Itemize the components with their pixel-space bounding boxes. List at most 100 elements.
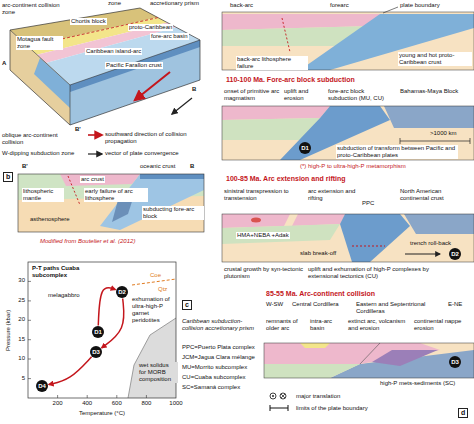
side-face [10,30,70,125]
annotation-label: Coe [150,272,161,279]
annotation-label: CU=Cuaba subcomplex [182,374,246,381]
legend-text: limits of the plate boundary [296,405,368,411]
annotation-label: wet solidus for MORB composition [138,362,178,383]
annotation-label: forearc [330,2,349,9]
continental-block [404,214,474,234]
annotation-label: 20 [18,316,25,323]
annotation-label: southward direction of collision propaga… [105,131,203,145]
tick [28,378,31,379]
pt-path-arrow [98,288,115,326]
asthenosphere-area [18,174,204,232]
convergence-arrow [172,98,192,114]
annotation-label: A [2,60,6,67]
annotation-label: PPC [362,200,374,207]
annotation-label: 400 [82,400,92,407]
stage-circle: D1 [92,326,104,338]
annotation-label: melagabbro [48,292,80,299]
annotation-label: asthenosphere [30,216,70,223]
annotation-label: Pressure (kbar) [6,309,13,350]
annotation-label: Chortis block [70,18,107,25]
annotation-label: 5 [22,375,25,382]
stage-section [222,214,474,262]
lithosphere-area [264,364,360,378]
rollback-arrow [405,254,440,255]
annotation-label: zone [108,0,121,7]
panel-letter-box: b [3,172,13,182]
section-frame [222,214,474,262]
annotation-label: 800 [141,400,151,407]
slab-area [300,14,474,70]
distance-bar [470,138,471,144]
legend-row: limits of the plate boundary [268,404,368,412]
annotation-label: slab break-off [300,250,336,257]
block-outline [10,8,200,125]
boundary-limit-symbol [270,408,288,409]
section-frame [222,106,474,160]
annotation-label: 30 [18,277,25,284]
node-text: D1 [94,329,102,335]
annotation-label: subducting fore-arc block [142,206,204,220]
block-edge [70,40,200,85]
annotation-label: crustal growth by syn-tectonic plutonism [224,266,304,280]
annotation-label: 200 [53,400,63,407]
metasediment-wedge [372,350,438,366]
node-text: D2 [451,251,459,257]
section-frame [222,12,474,70]
out-of-plane-symbol [270,393,276,399]
stage-circle: D2 [116,286,128,298]
annotation-label: fore-arc block subduction (MU, CU) [328,88,392,102]
stage-circle: D1 [299,142,311,154]
annotation-label: back-arc lithosphere failure [236,56,308,70]
node-text: d [461,409,465,417]
annotation-label: 85-55 Ma. Arc-continent collision [266,290,375,298]
slab-section [34,58,70,108]
panel-letter-box: d [458,408,468,418]
block-edge [10,30,70,85]
asthenosphere-area [222,12,474,70]
annotation-label: Pacific Farallon crust [105,62,163,69]
tick [146,395,147,398]
annotation-label: proto-Caribbean [128,24,173,31]
annotation-label: back-arc [230,2,253,9]
panel-letter-box: c [182,300,192,310]
annotation-label: E-NE [448,301,462,308]
annotation-label: uplift and erosion [284,88,324,102]
axis-ticks [28,281,146,398]
melting-field [128,318,176,398]
into-plane-symbol [280,393,286,399]
arc-crust-area [222,106,330,120]
pt-path-arrow [49,357,92,385]
break-off-line [352,246,385,247]
annotation-label: North American continental crust [400,188,470,202]
tick [87,395,88,398]
tick [28,339,31,340]
legend-row: major translation [268,392,340,400]
node-text: b [6,173,10,181]
node-text: c [185,301,189,309]
annotation-label: intra-arc basin [310,318,344,332]
slab-area [340,214,410,262]
cross-section [18,174,204,232]
arc-crust-area [60,174,140,186]
annotation-label: oceanic crust [140,163,175,170]
annotation-label: (*) high-P to ultra-high-P metamorphism [300,163,406,170]
tick [28,359,31,360]
lithosphere-area [222,224,340,244]
annotation-label: Motagua fault zone [16,36,63,50]
annotation-label: arc crust [80,176,105,183]
annotation-label: Central Cordillera [292,301,339,308]
annotation-label: accretionary prism [150,0,199,7]
annotation-label: B' [75,126,81,133]
front-face [70,40,200,125]
annotation-label: Modified from Boutelier et al. (2012) [40,238,135,245]
annotation-label: B [190,163,194,170]
annotation-label: onset of primitive arc magmatism [224,88,280,102]
boundary-limit-symbol [270,405,271,411]
arc-crust-area [222,214,290,228]
failure-line [68,176,80,205]
annotation-label: JCM=Jagua Clara mélange [182,354,255,361]
annotation-label: high-P mets-sediments (SC) [380,380,455,387]
block-edge [70,85,71,125]
annotation-label: 25 [18,297,25,304]
